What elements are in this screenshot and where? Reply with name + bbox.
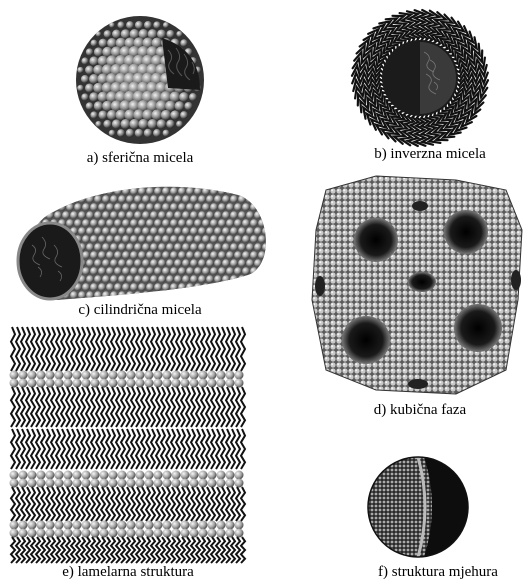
caption-e: e) lamelarna struktura [28,564,228,581]
cylindrical-micelle-illustration [8,175,278,305]
vesicle-structure-illustration [358,452,478,562]
inverse-micelle-illustration [350,8,490,148]
panel-vesicle-structure [358,452,478,562]
panel-inverse-micelle [350,8,490,148]
caption-b: b) inverzna micela [345,146,515,163]
cubic-phase-illustration [306,170,528,400]
panel-cubic-phase [306,170,528,400]
panel-lamellar-structure [8,325,248,565]
caption-a: a) sferična micela [55,150,225,167]
caption-f: f) struktura mjehura [378,564,528,581]
caption-c: c) cilindrična micela [50,302,230,319]
lamellar-structure-illustration [8,325,248,565]
panel-cylindrical-micelle [8,175,278,305]
caption-d: d) kubična faza [355,402,485,419]
spherical-micelle-illustration [50,10,230,150]
panel-spherical-micelle [50,10,230,150]
